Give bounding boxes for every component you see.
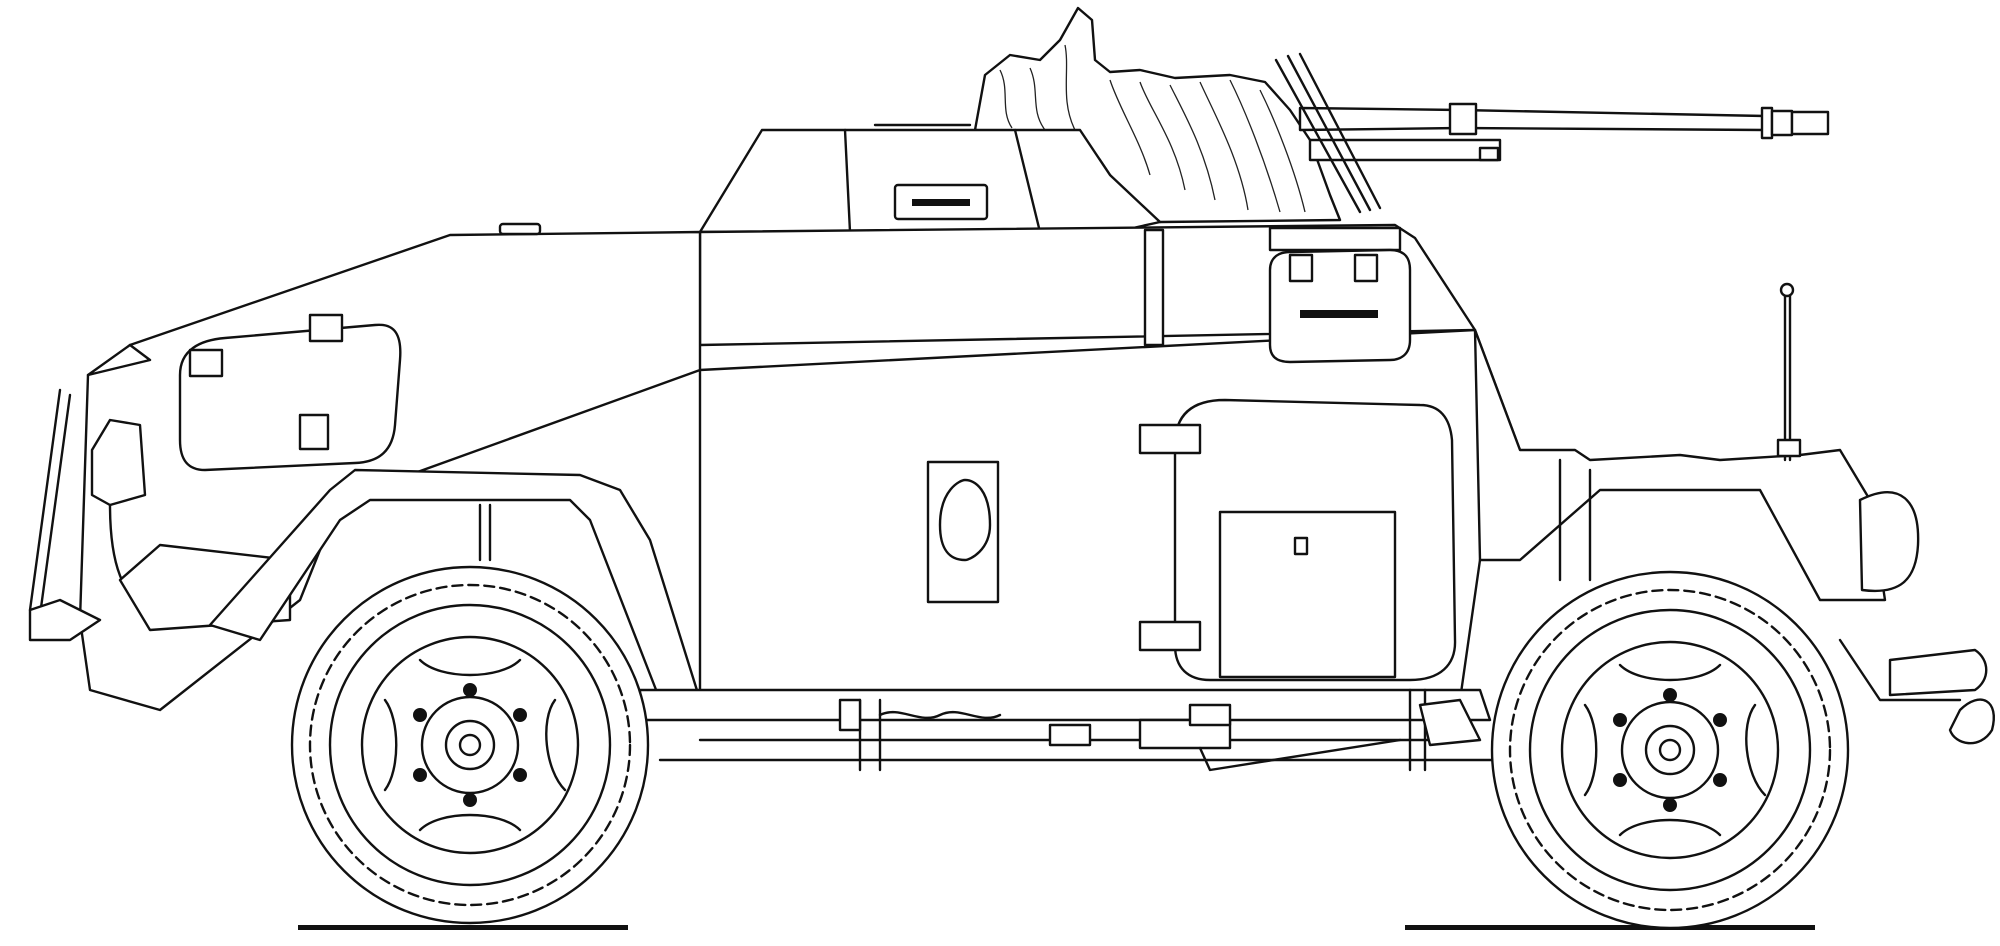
headlight <box>1858 491 1920 593</box>
rear-hull <box>1473 282 1995 745</box>
door-hinge-upper <box>1138 423 1202 455</box>
body-side <box>698 228 1522 702</box>
door-hinge-lower <box>1138 620 1202 652</box>
vision-slot <box>926 460 1000 604</box>
chassis <box>638 688 1502 772</box>
main-gun <box>1274 52 1830 214</box>
rear-wheel <box>1490 570 1850 930</box>
tow-hook-front <box>28 598 102 642</box>
storage-box <box>1218 510 1397 679</box>
front-wheel <box>290 565 650 925</box>
front-hatch <box>178 323 402 472</box>
antenna-tip <box>1779 282 1795 298</box>
front-fender <box>208 468 702 702</box>
tow-hook-rear <box>1948 698 1995 745</box>
ground-lines <box>298 925 1815 930</box>
